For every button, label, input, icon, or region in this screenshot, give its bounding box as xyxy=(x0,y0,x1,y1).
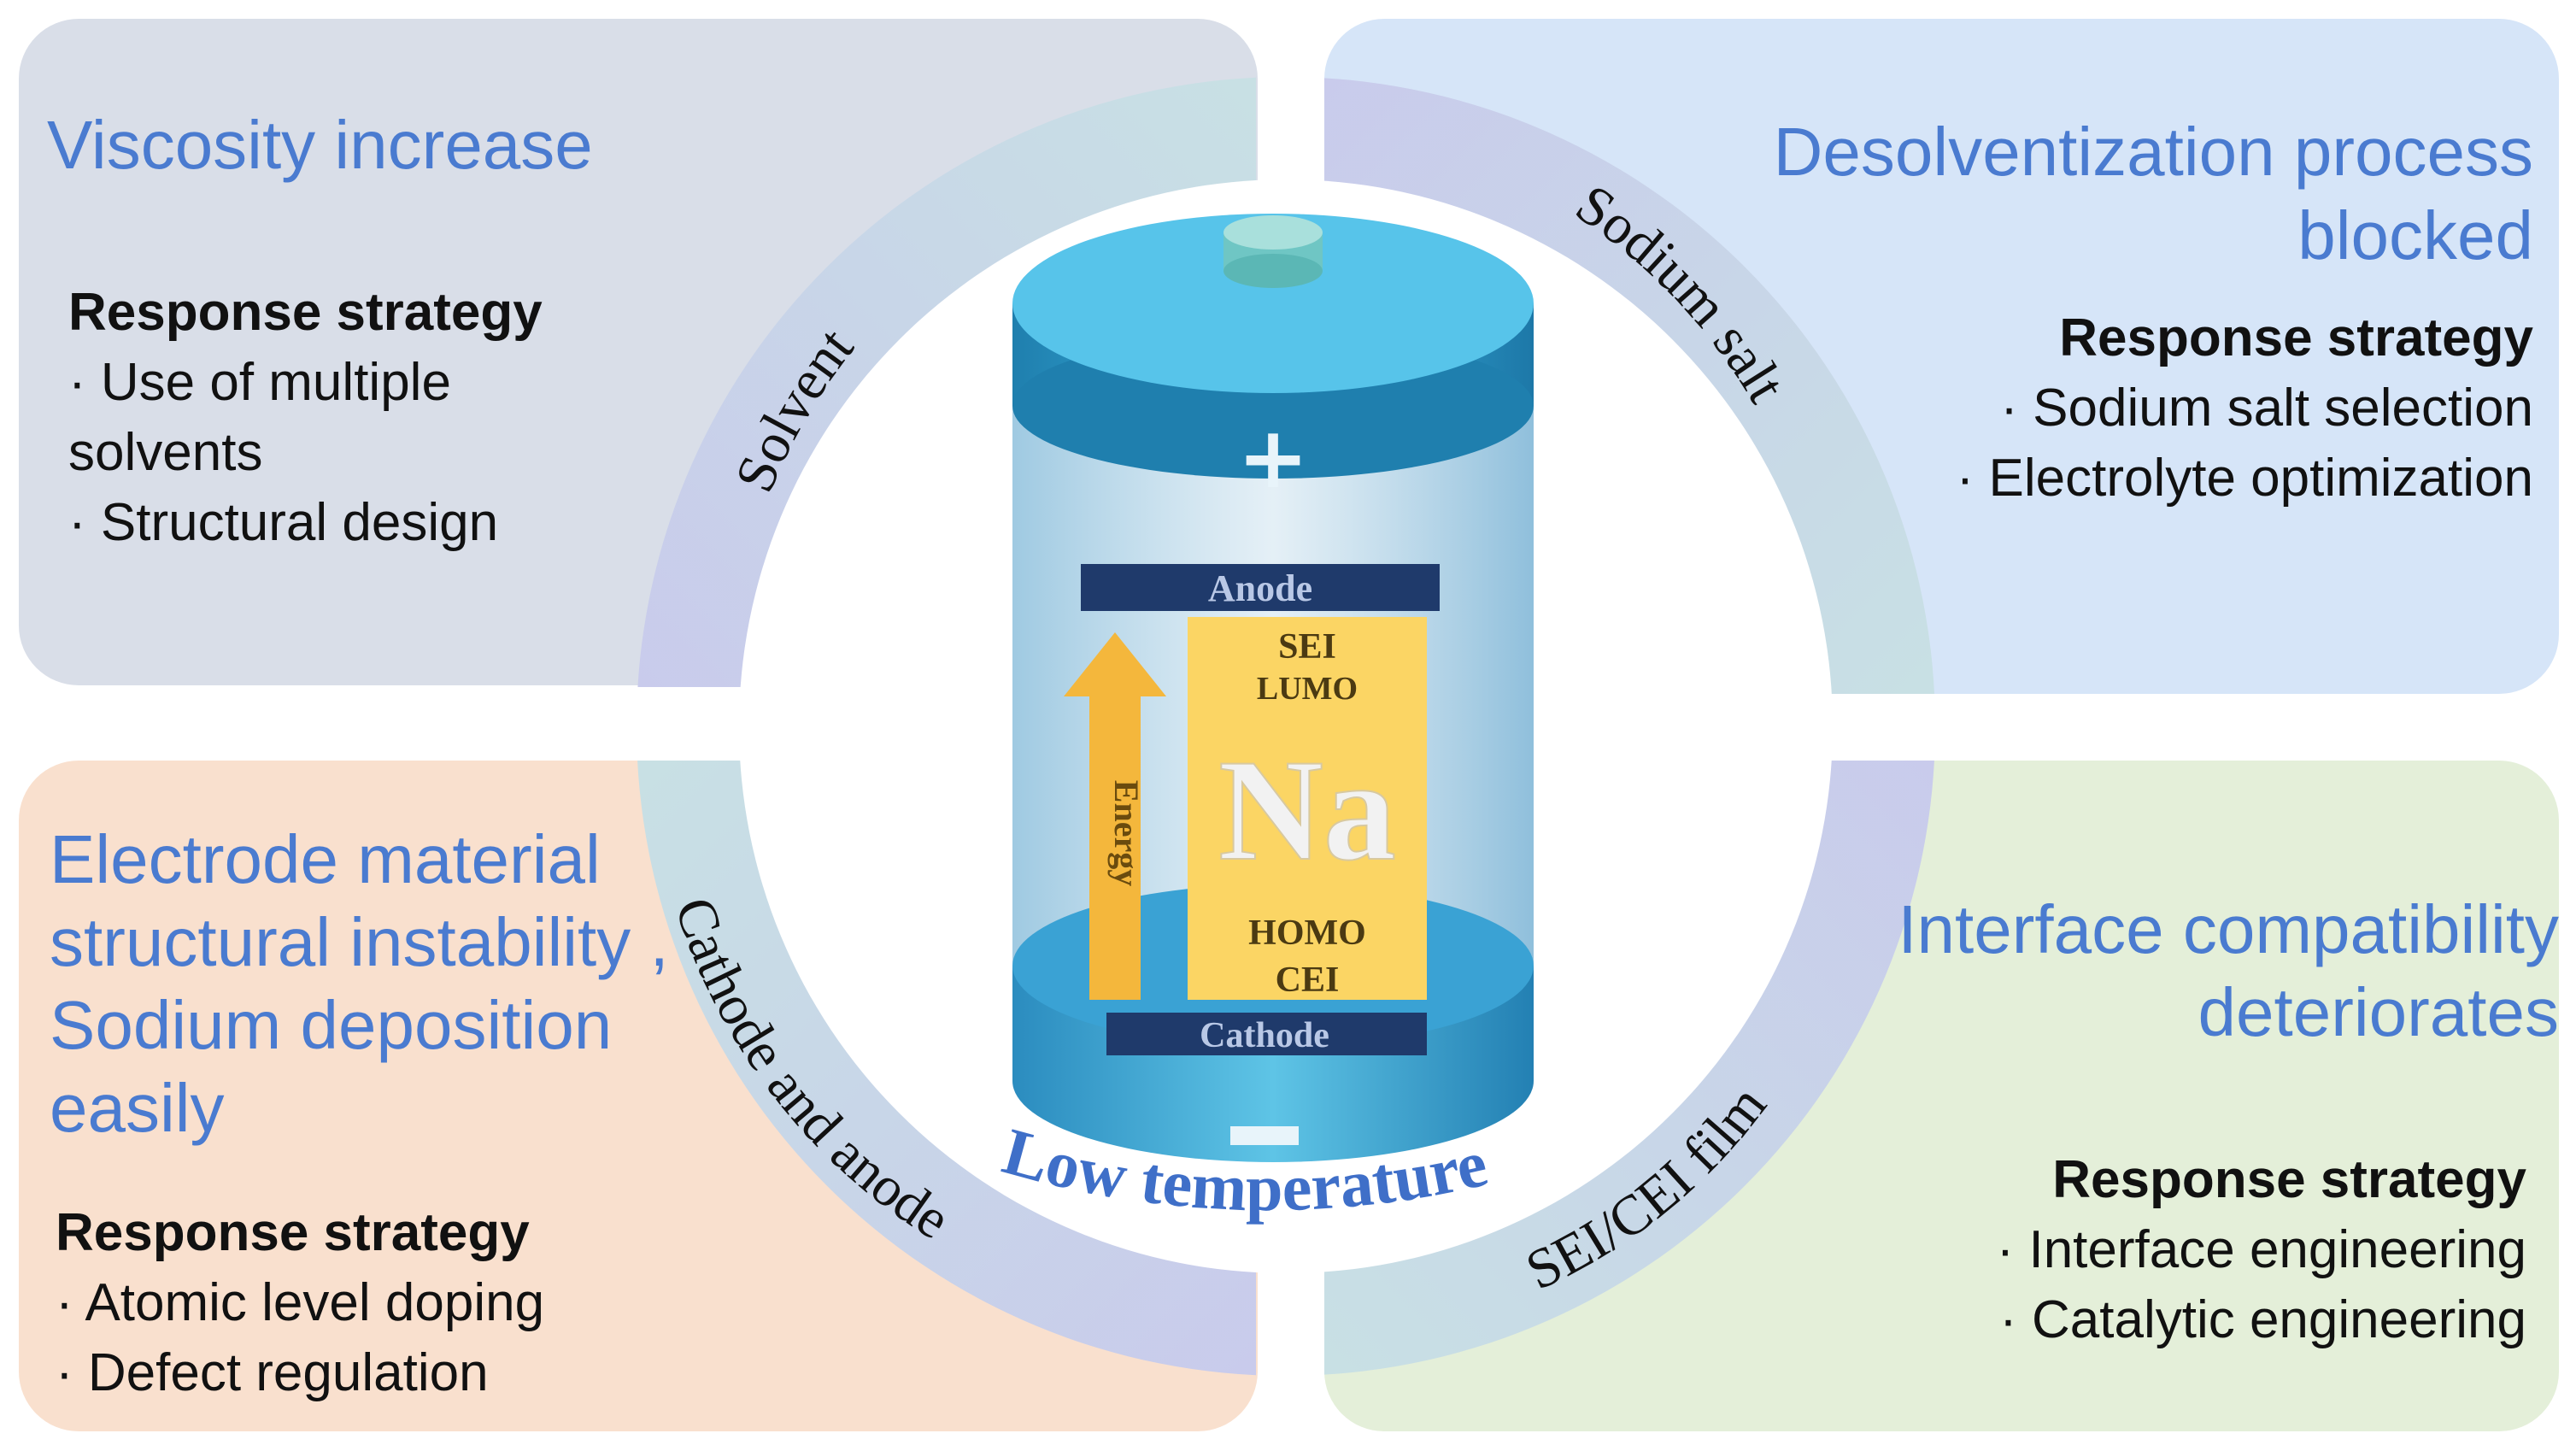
minus-icon xyxy=(1230,1126,1299,1145)
strategy-item: · Sodium salt selection xyxy=(2000,379,2533,438)
strategy-item: solvents xyxy=(68,423,263,482)
title-electrode-2: structural instability , xyxy=(50,904,669,980)
title-interface-1: Interface compatibility xyxy=(1898,891,2559,967)
strategy-item: · Catalytic engineering xyxy=(1999,1290,2526,1349)
strategy-item: · Use of multiple xyxy=(68,353,451,412)
title-electrode-4: easily xyxy=(50,1070,225,1146)
sei-label: SEI xyxy=(1278,627,1336,667)
title-electrode-1: Electrode material xyxy=(50,821,601,897)
energy-arrow xyxy=(1064,632,1166,1000)
strategy-item: · Electrolyte optimization xyxy=(1956,449,2533,508)
strategy-viscosity: Response strategy · Use of multiple solv… xyxy=(68,278,543,558)
strategy-heading: Response strategy xyxy=(2052,1150,2526,1209)
strategy-desolvation: Response strategy · Sodium salt selectio… xyxy=(1957,303,2533,514)
energy-label: Energy xyxy=(1107,780,1146,886)
strategy-interface: Response strategy · Interface engineerin… xyxy=(1997,1145,2526,1355)
strategy-electrode: Response strategy · Atomic level doping … xyxy=(56,1198,544,1408)
title-electrode-3: Sodium deposition xyxy=(50,987,613,1063)
strategy-item: · Interface engineering xyxy=(1996,1220,2526,1279)
title-desolvation-1: Desolventization process xyxy=(1773,114,2533,190)
strategy-heading: Response strategy xyxy=(68,283,543,342)
cathode-label: Cathode xyxy=(1200,1016,1329,1055)
battery-terminal-top xyxy=(1223,215,1323,250)
strategy-heading: Response strategy xyxy=(2059,308,2533,367)
anode-label: Anode xyxy=(1208,567,1312,609)
strategy-item: · Structural design xyxy=(68,493,499,552)
plus-icon: + xyxy=(1237,408,1309,508)
na-element-label: Na xyxy=(1218,730,1396,890)
title-viscosity: Viscosity increase xyxy=(47,107,593,183)
strategy-item: · Atomic level doping xyxy=(56,1273,545,1332)
cei-label: CEI xyxy=(1276,960,1340,1000)
strategy-item: · Defect regulation xyxy=(56,1343,489,1402)
strategy-heading: Response strategy xyxy=(56,1203,530,1262)
homo-label: HOMO xyxy=(1248,913,1366,953)
battery-cap-top xyxy=(1012,214,1534,393)
anode-bar xyxy=(1081,564,1440,611)
cathode-bar xyxy=(1106,1013,1427,1055)
title-desolvation-2: blocked xyxy=(2297,197,2533,273)
title-interface-2: deteriorates xyxy=(2198,974,2559,1050)
na-block xyxy=(1188,617,1427,1000)
lumo-label: LUMO xyxy=(1257,671,1358,707)
